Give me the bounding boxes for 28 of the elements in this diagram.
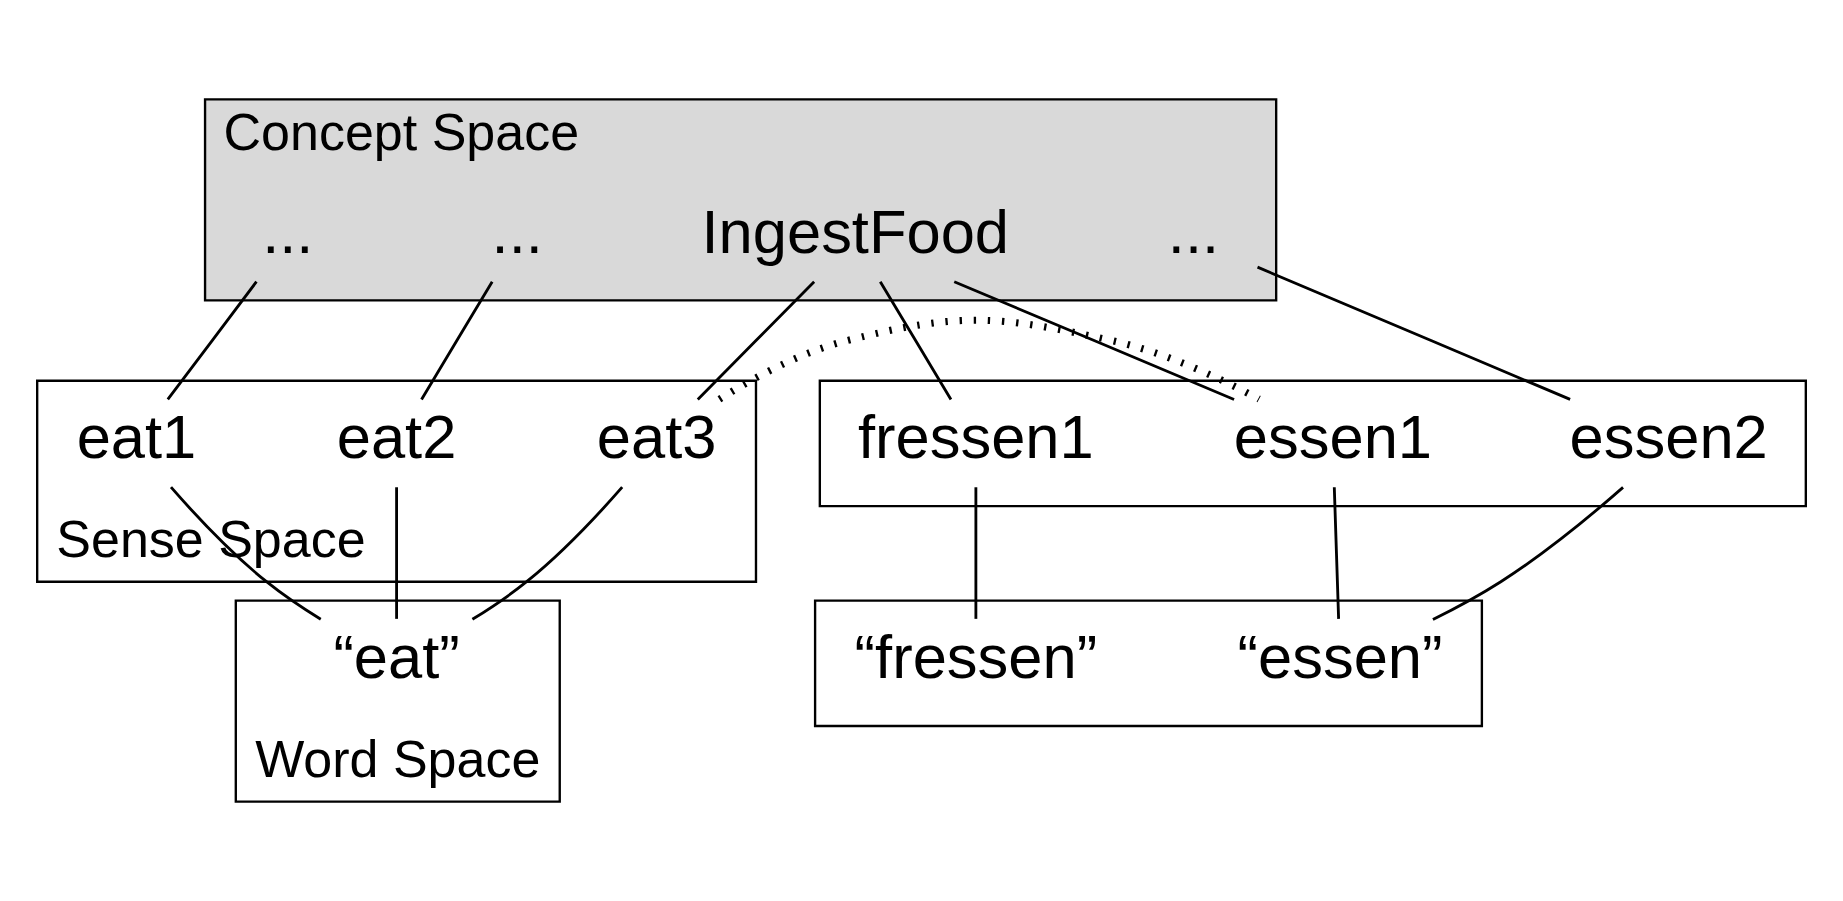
connector	[696, 280, 816, 401]
node-text: fressen1	[858, 402, 1094, 472]
node-text: ...	[262, 196, 314, 266]
connector	[420, 280, 494, 401]
node-text: eat1	[76, 402, 197, 472]
connector	[717, 316, 1261, 403]
node-text: “eat”	[333, 622, 460, 692]
node-text: eat2	[336, 402, 457, 472]
node-text: “essen”	[1237, 622, 1443, 692]
connector	[974, 487, 978, 619]
node-text: ...	[491, 196, 543, 266]
connector	[953, 280, 1235, 401]
connector	[166, 280, 258, 401]
node-text: eat3	[596, 402, 717, 472]
node-text: essen2	[1569, 402, 1768, 472]
node-text: ...	[1167, 196, 1220, 266]
connector	[1332, 487, 1341, 619]
connector	[395, 487, 398, 619]
connector	[169, 486, 322, 621]
node-text: “fressen”	[854, 622, 1098, 692]
connector	[879, 280, 953, 401]
node-text: IngestFood	[701, 196, 1010, 266]
cluster	[813, 599, 1484, 728]
connector	[471, 486, 624, 621]
node-text: essen1	[1233, 402, 1433, 472]
connector	[1432, 486, 1624, 621]
cluster	[818, 379, 1807, 508]
connector	[1256, 265, 1571, 401]
